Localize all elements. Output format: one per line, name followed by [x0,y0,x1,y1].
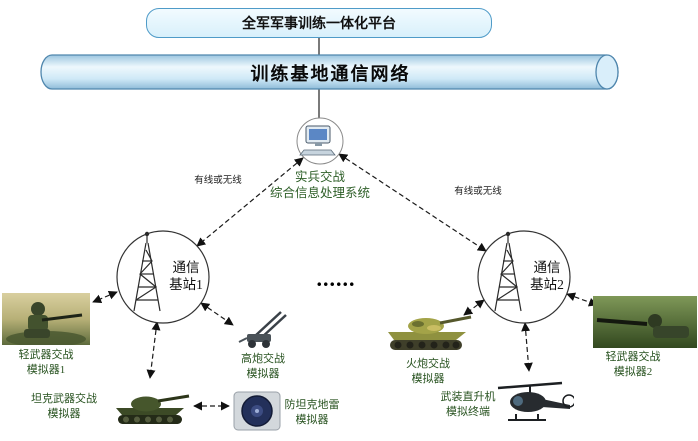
station1-line2: 基站1 [169,277,203,292]
tank-line1: 坦克武器交战 [31,393,97,405]
radio-tower-icon [133,231,161,312]
link-label-left: 有线或无线 [194,176,242,186]
label-antitank-mine-sim: 防坦克地雷 模拟器 [274,398,350,428]
label-light-weapon-sim-2: 轻武器交战 模拟器2 [593,350,673,380]
platform-box: 全军军事训练一体化平台 [146,8,492,38]
helicopter-line1: 武装直升机 [440,391,496,403]
station1-line1: 通信 [172,260,200,275]
tank-line2: 模拟器 [47,408,81,420]
label-helicopter-terminal: 武装直升机 模拟终端 [430,390,506,420]
computer-icon [299,125,336,156]
processing-system-node [296,117,344,165]
link-station2-helicopter [521,322,533,372]
label-tank-weapon-sim: 坦克武器交战 模拟器 [24,392,104,422]
station2-line2: 基站2 [530,277,564,292]
helicopter-line2: 模拟终端 [446,406,490,418]
aagun-line2: 模拟器 [246,368,280,380]
aagun-line1: 高炮交战 [241,353,285,365]
soldier-photo-icon [593,296,697,348]
artillery-line2: 模拟器 [411,373,445,385]
light1-line2: 模拟器1 [26,364,66,376]
link-station1-tank [146,321,161,379]
station2-line1: 通信 [533,260,561,275]
network-bus-cylinder [40,54,619,90]
base-station-2-node [477,230,571,324]
link-label-right: 有线或无线 [454,187,502,197]
artillery-line1: 火炮交战 [406,358,450,370]
soldier-photo-icon [2,293,90,347]
link-computer-station2 [338,153,487,252]
mine-line1: 防坦克地雷 [284,399,340,411]
mine-icon [233,388,281,432]
link-computer-station1 [196,157,304,247]
mine-line2: 模拟器 [295,414,329,426]
aa-gun-icon [237,306,291,350]
light1-line1: 轻武器交战 [18,349,74,361]
link-station1-aagun [200,302,234,326]
platform-title: 全军军事训练一体化平台 [242,17,396,32]
processing-label-line1: 实兵交战 [294,170,345,184]
label-aa-gun-sim: 高炮交战 模拟器 [224,352,302,382]
processing-system-label: 实兵交战 综合信息处理系统 [240,169,400,201]
helicopter-icon [496,374,576,434]
base-station-1-node [116,230,210,324]
base-station-2-label: 通信 基站2 [524,259,570,293]
base-station-1-label: 通信 基站1 [163,259,209,293]
link-station1-light1 [92,290,118,304]
radio-tower-icon [494,231,522,312]
label-artillery-sim: 火炮交战 模拟器 [389,357,467,387]
link-station2-light2 [566,292,598,307]
link-station2-artillery [463,299,485,316]
tank-icon [110,382,190,428]
light2-line1: 轻武器交战 [605,351,661,363]
stations-ellipsis: ...... [316,266,356,291]
network-bus-label: 训练基地通信网络 [250,64,411,84]
label-light-weapon-sim-1: 轻武器交战 模拟器1 [8,348,84,378]
processing-label-line2: 综合信息处理系统 [269,186,370,200]
artillery-icon [384,307,472,354]
light2-line2: 模拟器2 [613,366,653,378]
